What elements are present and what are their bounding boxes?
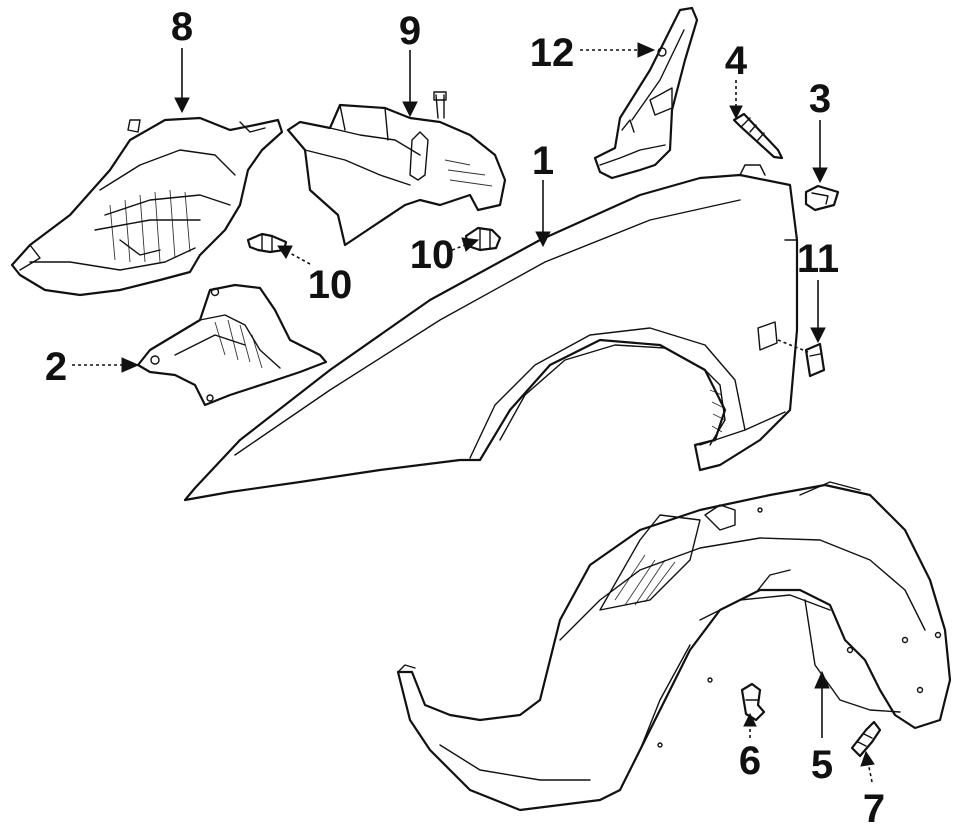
arrow-12-head [637,42,656,58]
callout-5: 5 [811,743,833,787]
callout-3: 3 [809,77,831,121]
splash-shield-part-8 [10,116,284,297]
arrow-11-dash [777,339,809,353]
air-duct-part-9 [286,91,507,247]
callout-10-right: 10 [410,233,455,277]
arrow-4-head [729,105,743,120]
arrow-10-left [287,251,311,265]
arrow-7-head [860,750,875,767]
arrow-9-head [402,101,418,118]
push-pin-part-6 [740,682,766,722]
arrow-10-right-head [461,237,480,252]
callout-11: 11 [797,237,839,281]
brace-part-12 [593,6,699,180]
callout-4: 4 [725,39,748,83]
arrow-10-left-head [277,245,293,259]
callout-1: 1 [532,139,554,183]
callout-12: 12 [530,31,575,75]
arrow-2-head [121,357,140,373]
wheelhouse-liner-part-5 [396,481,952,812]
callout-6: 6 [739,739,761,783]
arrow-1-head [535,231,551,248]
callout-9: 9 [399,9,421,53]
fender-part-1 [183,164,799,502]
fastener-part-10-left [246,232,288,254]
screw-part-7 [850,720,882,758]
callout-labels: 8 9 12 4 3 1 11 10 10 2 6 5 7 [45,5,885,830]
leader-arrows [72,42,875,783]
arrow-11-head [810,327,826,344]
callout-8: 8 [171,5,193,49]
callout-10-left: 10 [308,263,353,307]
callout-7: 7 [863,787,885,830]
arrow-8-head [174,97,190,114]
arrow-6-head [743,712,757,727]
bolt-part-4 [732,112,784,160]
bracket-part-2 [136,283,328,407]
clip-part-11 [804,342,826,378]
arrow-3-head [812,167,828,184]
callout-2: 2 [45,345,67,389]
clip-part-3 [804,184,840,212]
arrow-5-head [814,670,830,689]
